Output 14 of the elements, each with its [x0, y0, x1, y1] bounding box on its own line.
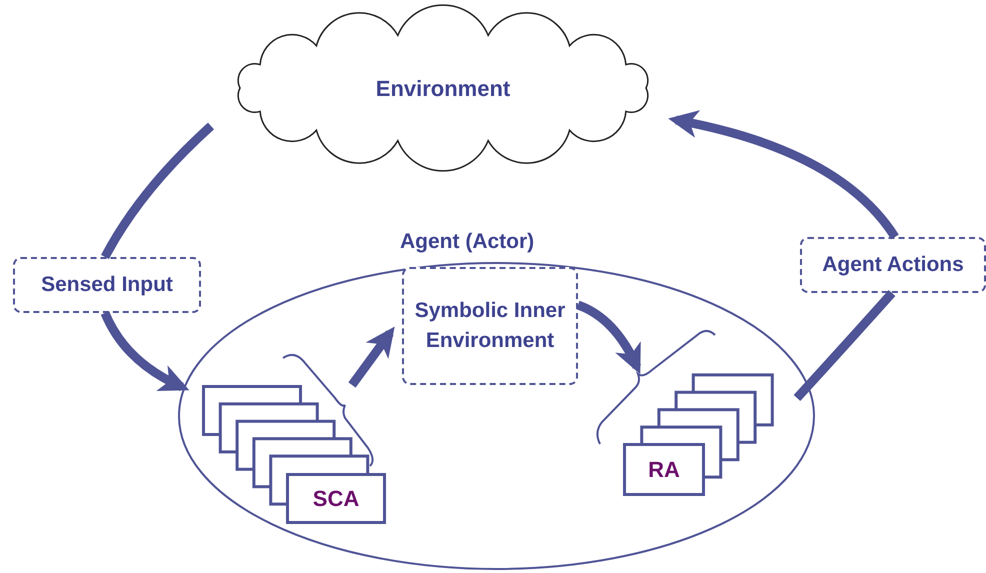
arrow — [100, 311, 190, 392]
node-label: Sensed Input — [41, 272, 173, 298]
dashed-box — [13, 257, 201, 313]
node-label: SCA — [312, 485, 360, 513]
arrow — [576, 300, 642, 374]
node-label: Symbolic Inner Environment — [414, 298, 566, 354]
arrow — [348, 326, 395, 388]
dashed-box — [402, 267, 578, 385]
node-label: Environment — [376, 74, 510, 102]
arrow — [668, 110, 899, 240]
node-label: Agent (Actor) — [400, 230, 534, 253]
dashed-box — [800, 237, 986, 293]
node-label: RA — [648, 456, 680, 484]
node-label: Agent Actions — [822, 252, 964, 278]
